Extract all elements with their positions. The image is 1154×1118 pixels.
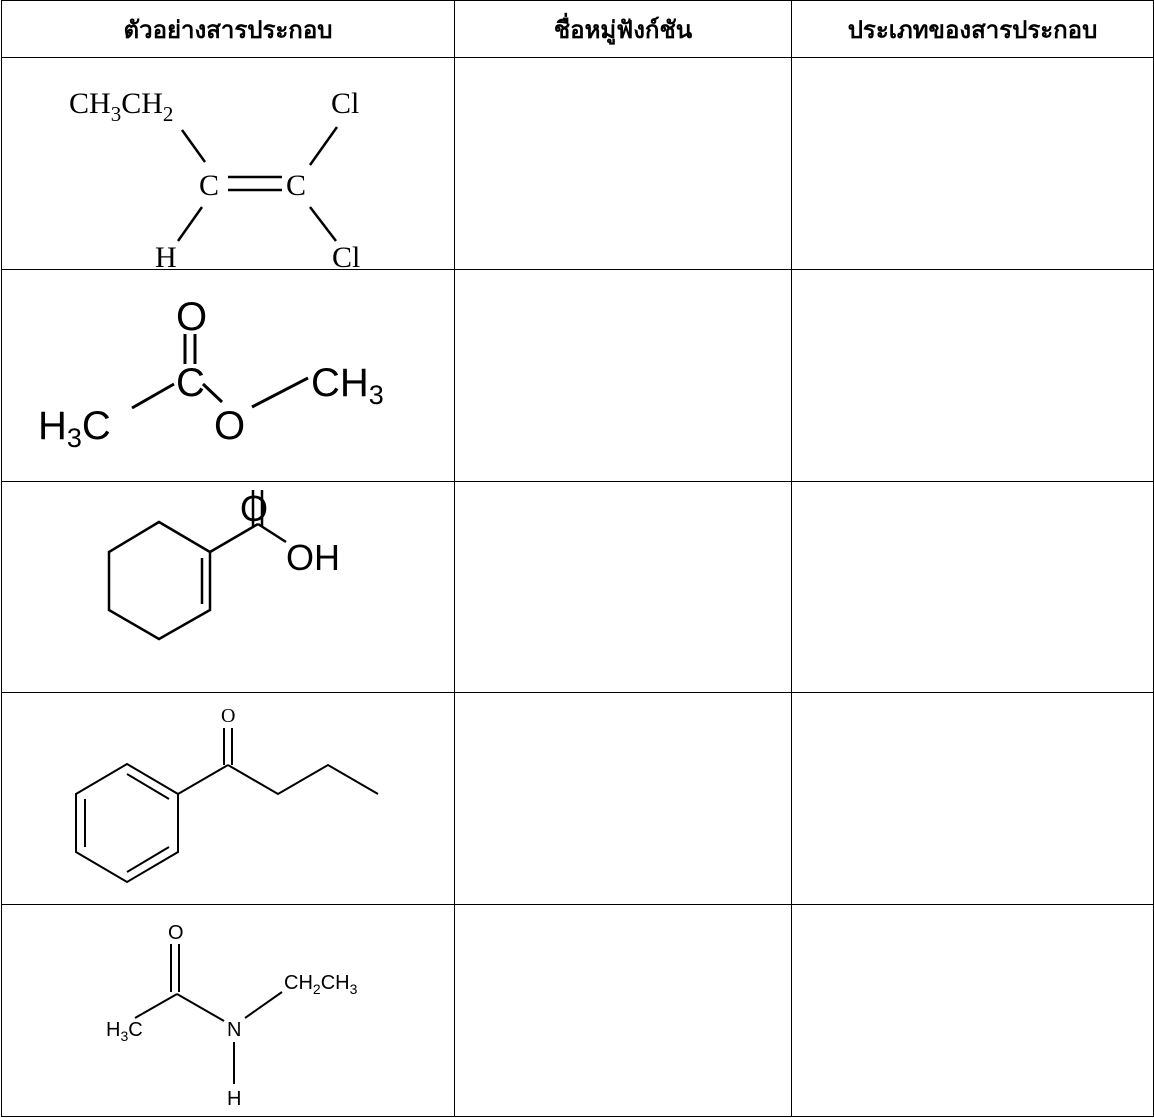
label-c-right: C — [286, 169, 306, 202]
bond-ring-c — [209, 522, 259, 554]
propyl-chain — [227, 763, 379, 795]
bond-h — [176, 205, 204, 242]
compound-type-cell-1[interactable] — [791, 57, 1154, 270]
table-row: O — [1, 692, 1154, 906]
bond-n-ethyl — [244, 990, 283, 1019]
label-o: O — [221, 705, 235, 727]
label-o-ester: O — [214, 404, 245, 448]
structure-n-ethylacetamide: O H3C N H CH2CH3 — [106, 922, 358, 1110]
structure-cell-5: O H3C N H CH2CH3 — [1, 904, 455, 1117]
functional-group-cell-2[interactable] — [454, 268, 792, 482]
label-o: O — [168, 922, 184, 944]
svg-text:CH3CH2: CH3CH2 — [69, 87, 173, 126]
label-h3c-c: C — [128, 1019, 142, 1041]
label-o: O — [240, 488, 268, 529]
compound-type-cell-4[interactable] — [791, 692, 1154, 906]
bond-ethyl — [180, 128, 207, 163]
label-sub3: 3 — [111, 102, 122, 126]
table-row: O OH — [1, 480, 1154, 694]
structure-butyrophenone: O — [75, 705, 379, 883]
label-cl-bottom: Cl — [332, 241, 360, 269]
label-oh: OH — [286, 537, 340, 578]
structure-cell-4: O — [1, 692, 455, 906]
bond-c-oh — [257, 523, 287, 544]
structure-cyclohexene-carboxylic-acid: O OH — [107, 488, 340, 641]
functional-group-cell-5[interactable] — [454, 904, 792, 1117]
bond-h3c-c — [131, 383, 175, 410]
label-h3c-c: C — [82, 404, 111, 448]
structure-dichlorobutene: CH3CH2 Cl C C H Cl — [69, 87, 360, 269]
structure-cell-1: CH3CH2 Cl C C H Cl — [1, 57, 455, 270]
label-n: N — [227, 1019, 241, 1041]
bond-ring-co — [177, 763, 229, 795]
functional-group-cell-4[interactable] — [454, 692, 792, 906]
table-row: CH3CH2 Cl C C H Cl — [1, 57, 1154, 270]
svg-text:H3C: H3C — [38, 404, 111, 453]
compound-type-cell-5[interactable] — [791, 904, 1154, 1117]
label-ch2-sub: 2 — [313, 981, 321, 997]
bond-h3c-c — [134, 992, 178, 1019]
cyclohexene-ring — [107, 520, 212, 641]
label-h3c-sub: 3 — [120, 1028, 128, 1044]
svg-text:CH2CH3: CH2CH3 — [284, 972, 358, 997]
bond-c-o — [201, 383, 224, 404]
label-h3c-h: H — [106, 1019, 120, 1041]
header-functional-group: ชื่อหมู่ฟังก์ชัน — [454, 0, 792, 59]
label-h: H — [227, 1088, 241, 1110]
label-ch2: CH — [284, 972, 313, 994]
label-ch3: CH — [321, 972, 350, 994]
bond-o-ch3 — [251, 376, 309, 409]
label-ch3-c: CH — [311, 361, 369, 405]
label-h3c-sub: 3 — [67, 423, 82, 453]
compound-type-cell-2[interactable] — [791, 268, 1154, 482]
aromatic-bond-2 — [126, 845, 170, 873]
label-c-left: C — [199, 169, 219, 202]
structure-methyl-acetate: O C H3C O CH3 — [38, 295, 384, 453]
label-h3c-h: H — [38, 404, 67, 448]
functional-group-cell-1[interactable] — [454, 57, 792, 270]
header-compound-example: ตัวอย่างสารประกอบ — [1, 0, 455, 59]
label-ch3: CH — [69, 87, 111, 120]
header-row: ตัวอย่างสารประกอบ ชื่อหมู่ฟังก์ชัน ประเภ… — [1, 0, 1154, 59]
svg-text:CH3: CH3 — [311, 361, 384, 410]
compound-type-cell-3[interactable] — [791, 480, 1154, 694]
header-compound-type: ประเภทของสารประกอบ — [791, 0, 1154, 59]
benzene-ring — [75, 762, 179, 883]
label-c: C — [176, 361, 205, 405]
bond-cl-bottom — [309, 205, 337, 242]
table-row: O H3C N H CH2CH3 — [1, 904, 1154, 1117]
label-o-carbonyl: O — [176, 295, 207, 339]
functional-group-cell-3[interactable] — [454, 480, 792, 694]
table-row: O C H3C O CH3 — [1, 268, 1154, 482]
label-ch3-sub: 3 — [350, 981, 358, 997]
structure-cell-3: O OH — [1, 480, 455, 694]
bond-cl-top — [308, 125, 339, 166]
structure-cell-2: O C H3C O CH3 — [1, 268, 455, 482]
label-cl-top: Cl — [331, 87, 359, 120]
label-ch3-sub: 3 — [369, 380, 384, 410]
label-sub2: 2 — [163, 102, 174, 126]
svg-text:H3C: H3C — [106, 1019, 143, 1044]
label-h: H — [155, 241, 177, 269]
aromatic-bond-1 — [126, 772, 170, 800]
bond-c-n — [176, 992, 225, 1022]
label-ch2: CH — [121, 87, 163, 120]
